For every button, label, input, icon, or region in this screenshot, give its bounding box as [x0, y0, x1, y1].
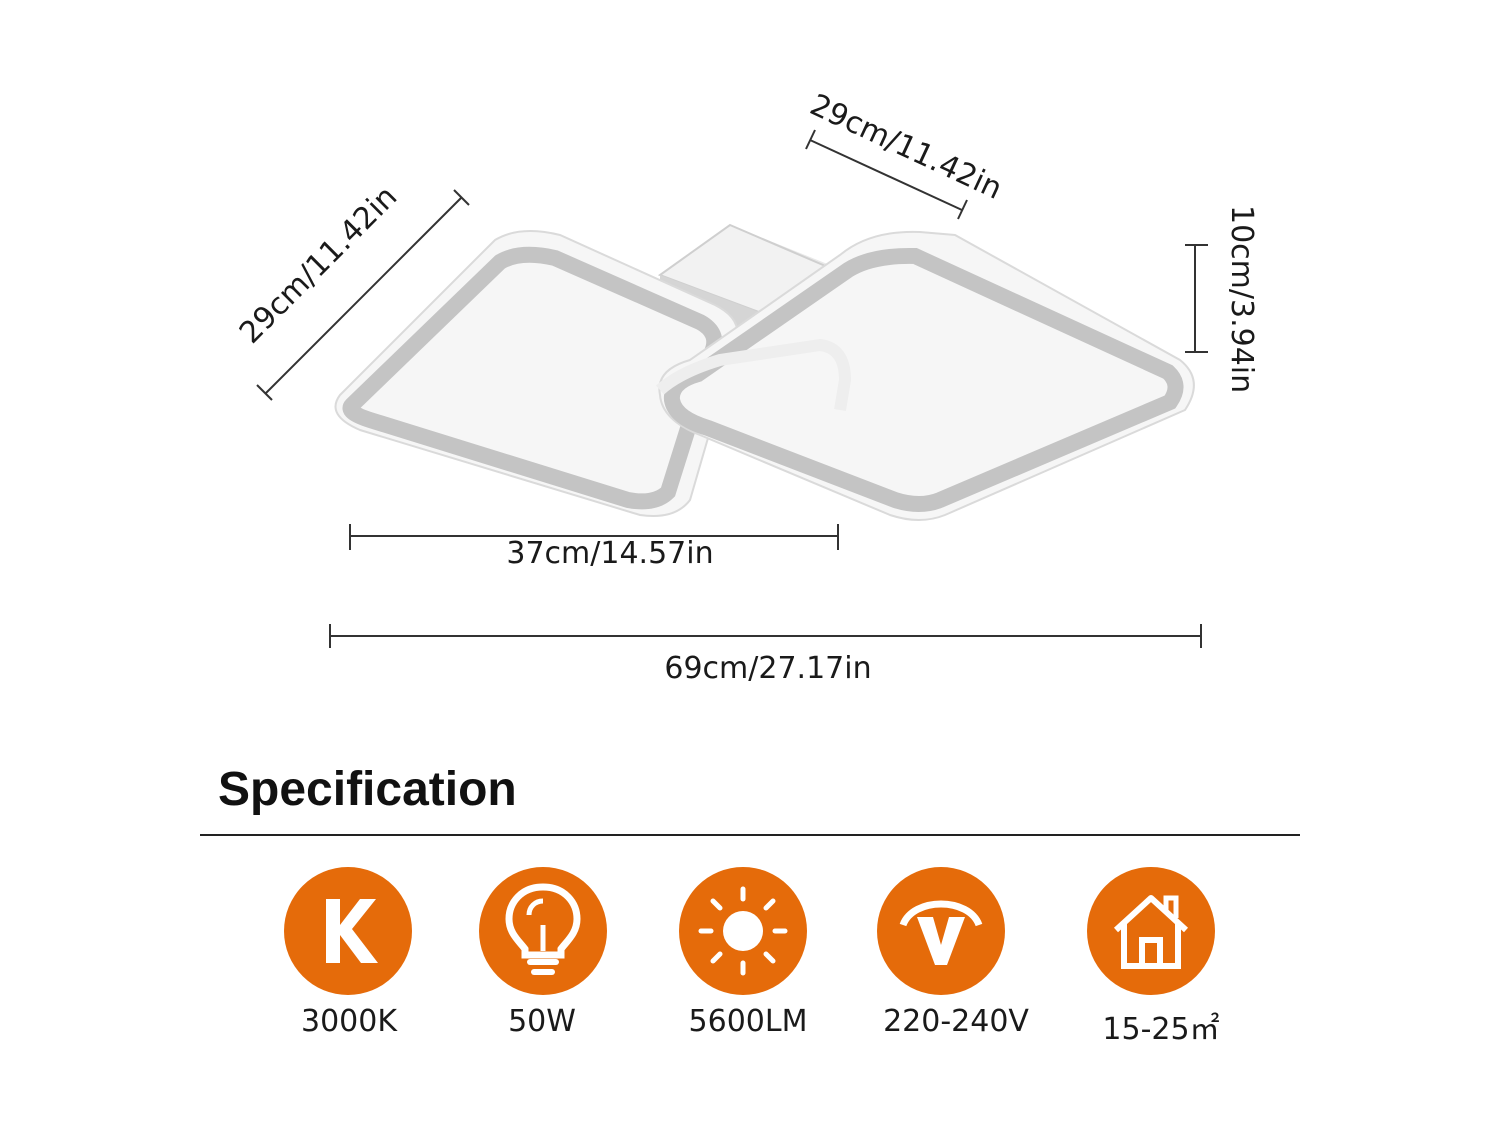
specification-divider [200, 834, 1300, 836]
spec-value-voltage: 220-240V [883, 1004, 1029, 1039]
specification-title: Specification [218, 763, 517, 816]
spec-value-wattage: 50W [508, 1004, 576, 1039]
height-label: 10cm/3.94in [1224, 205, 1259, 393]
single-width-label: 37cm/14.57in [506, 536, 713, 571]
depth-left-label: 29cm/11.42in [233, 179, 404, 350]
dimension-depth-right: 29cm/11.42in [805, 88, 1008, 220]
voltage-icon [877, 867, 1005, 995]
total-width-label: 69cm/27.17in [664, 651, 871, 686]
spec-value-area: 15-25㎡ [1102, 1012, 1220, 1047]
sun-icon [679, 867, 807, 995]
dimension-height: 10cm/3.94in [1185, 205, 1259, 393]
house-icon [1087, 867, 1215, 995]
right-square-frame [655, 230, 1195, 521]
depth-right-label: 29cm/11.42in [805, 88, 1008, 207]
kelvin-icon [284, 867, 412, 995]
spec-value-color-temperature: 3000K [300, 1004, 398, 1039]
product-dimension-diagram: 29cm/11.42in 29cm/11.42in 10cm/3.94in 37… [233, 88, 1259, 686]
dimension-total-width: 69cm/27.17in [329, 624, 1202, 686]
spec-value-lumens: 5600LM [688, 1004, 808, 1039]
dimension-single-width: 37cm/14.57in [349, 524, 839, 571]
bulb-icon [479, 867, 607, 995]
